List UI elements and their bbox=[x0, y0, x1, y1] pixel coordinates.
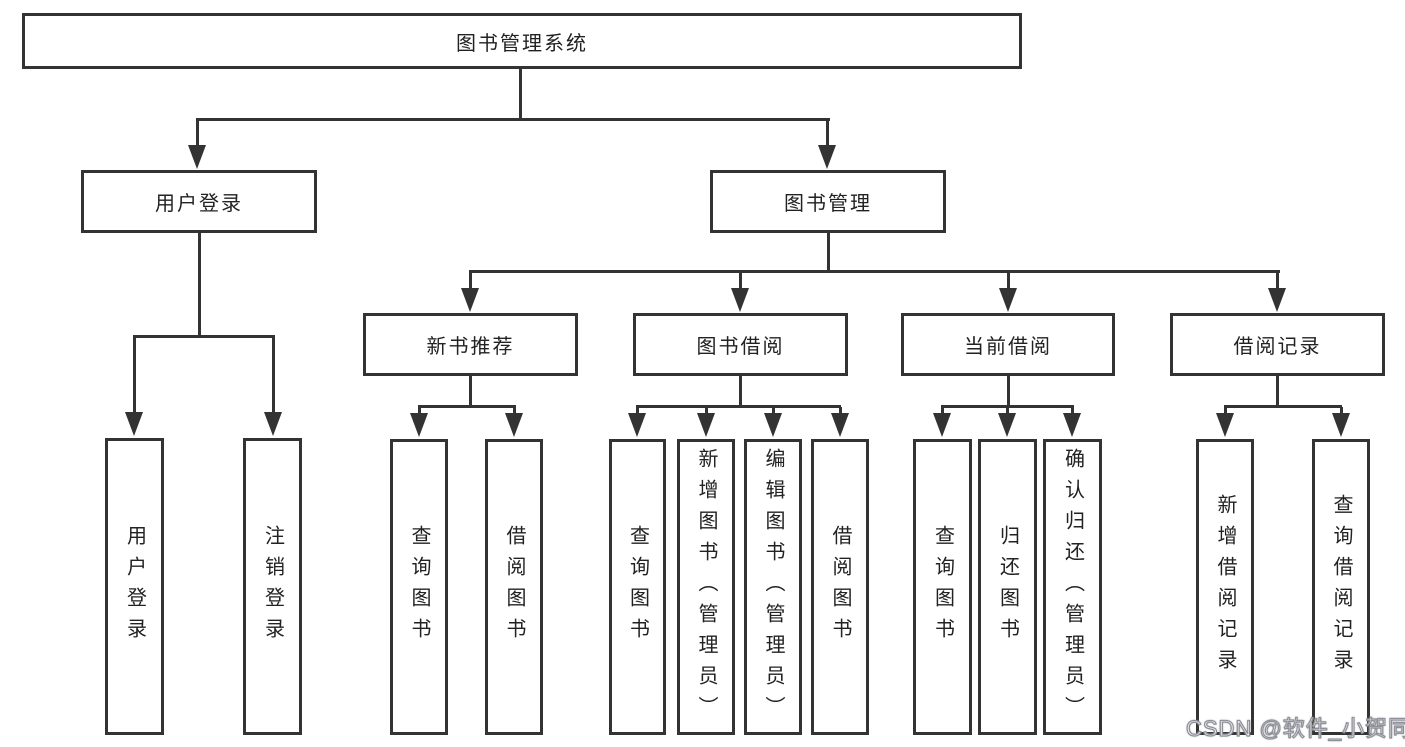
connector-line bbox=[941, 405, 1074, 408]
connector-line bbox=[469, 272, 472, 290]
arrow-down-icon bbox=[933, 413, 951, 437]
arrow-down-icon bbox=[831, 413, 849, 437]
connector-line bbox=[1224, 407, 1227, 416]
connector-line bbox=[826, 120, 829, 148]
arrow-down-icon bbox=[999, 288, 1017, 312]
connector-line bbox=[772, 407, 775, 416]
connector-line bbox=[519, 68, 522, 120]
node-new-book-recommend: 新书推荐 bbox=[363, 313, 578, 376]
connector-line bbox=[1007, 272, 1010, 290]
connector-line bbox=[272, 337, 275, 413]
arrow-down-icon bbox=[998, 413, 1016, 437]
arrow-down-icon bbox=[818, 145, 836, 169]
arrow-down-icon bbox=[1332, 413, 1350, 437]
node-label: 图书借阅 bbox=[696, 336, 785, 358]
node-book-borrowing: 图书借阅 bbox=[633, 313, 848, 376]
leaf-label: 新增图书（管理员） bbox=[695, 447, 717, 727]
arrow-down-icon bbox=[125, 412, 143, 436]
arrow-down-icon bbox=[764, 413, 782, 437]
connector-line bbox=[196, 118, 830, 121]
arrow-down-icon bbox=[697, 413, 715, 437]
connector-line bbox=[1007, 376, 1010, 407]
connector-line bbox=[1071, 407, 1074, 416]
arrow-down-icon bbox=[628, 413, 646, 437]
connector-line bbox=[469, 376, 472, 407]
leaf-current-return-books: 归还图书 bbox=[978, 439, 1037, 735]
arrow-down-icon bbox=[1063, 413, 1081, 437]
node-label: 图书管理系统 bbox=[456, 32, 588, 55]
arrow-down-icon bbox=[505, 413, 523, 437]
connector-line bbox=[739, 376, 742, 407]
node-borrowing-records: 借阅记录 bbox=[1170, 313, 1385, 376]
connector-line bbox=[469, 270, 1280, 273]
leaf-records-query-record: 查询借阅记录 bbox=[1312, 439, 1370, 735]
connector-line bbox=[133, 335, 275, 338]
arrow-down-icon bbox=[264, 412, 282, 436]
connector-line bbox=[636, 405, 841, 408]
leaf-newbook-query-books: 查询图书 bbox=[390, 439, 448, 735]
leaf-user-login: 用户登录 bbox=[105, 438, 164, 735]
connector-line bbox=[418, 405, 516, 408]
connector-line bbox=[705, 407, 708, 416]
leaf-label: 借阅图书 bbox=[503, 525, 525, 649]
connector-line bbox=[198, 233, 201, 337]
leaf-label: 查询图书 bbox=[931, 525, 954, 649]
leaf-label: 用户登录 bbox=[123, 524, 146, 649]
leaf-borrowing-query-books: 查询图书 bbox=[609, 439, 666, 735]
leaf-label: 注销登录 bbox=[261, 524, 284, 649]
leaf-records-add-record: 新增借阅记录 bbox=[1196, 439, 1254, 735]
arrow-down-icon bbox=[1268, 288, 1286, 312]
node-book-management: 图书管理 bbox=[710, 170, 946, 233]
leaf-borrowing-add-books-admin: 新增图书（管理员） bbox=[677, 439, 735, 735]
connector-line bbox=[1340, 407, 1343, 416]
connector-line bbox=[739, 272, 742, 290]
connector-line bbox=[513, 407, 516, 416]
connector-line bbox=[827, 233, 830, 273]
connector-line bbox=[133, 337, 136, 413]
node-label: 图书管理 bbox=[784, 193, 872, 215]
leaf-label: 编辑图书（管理员） bbox=[762, 447, 784, 727]
connector-line bbox=[1276, 376, 1279, 407]
connector-line bbox=[1224, 405, 1342, 408]
node-label: 用户登录 bbox=[155, 193, 243, 215]
leaf-logout-login: 注销登录 bbox=[243, 438, 302, 735]
leaf-label: 查询图书 bbox=[626, 525, 649, 649]
node-user-login: 用户登录 bbox=[81, 170, 317, 233]
connector-line bbox=[1006, 407, 1009, 416]
node-current-borrowing: 当前借阅 bbox=[901, 313, 1115, 376]
leaf-label: 新增借阅记录 bbox=[1214, 494, 1236, 680]
leaf-label: 借阅图书 bbox=[829, 525, 851, 649]
arrow-down-icon bbox=[410, 413, 428, 437]
leaf-label: 归还图书 bbox=[996, 525, 1019, 649]
leaf-label: 查询图书 bbox=[408, 525, 430, 649]
connector-line bbox=[941, 407, 944, 416]
arrow-down-icon bbox=[188, 145, 206, 169]
leaf-borrowing-edit-books-admin: 编辑图书（管理员） bbox=[744, 439, 802, 735]
leaf-borrowing-borrow-books: 借阅图书 bbox=[811, 439, 869, 735]
leaf-label: 查询借阅记录 bbox=[1330, 494, 1352, 680]
leaf-label: 确认归还（管理员） bbox=[1061, 447, 1084, 727]
connector-line bbox=[418, 407, 421, 416]
connector-line bbox=[636, 407, 639, 416]
leaf-current-query-books: 查询图书 bbox=[913, 439, 972, 735]
arrow-down-icon bbox=[731, 288, 749, 312]
node-label: 借阅记录 bbox=[1233, 336, 1322, 358]
node-root-system: 图书管理系统 bbox=[22, 13, 1022, 69]
arrow-down-icon bbox=[1216, 413, 1234, 437]
connector-line bbox=[196, 120, 199, 148]
arrow-down-icon bbox=[461, 288, 479, 312]
csdn-watermark: CSDN @软件_小贺同学 bbox=[1185, 715, 1405, 741]
leaf-newbook-borrow-books: 借阅图书 bbox=[485, 439, 543, 735]
node-label: 当前借阅 bbox=[964, 336, 1052, 358]
leaf-current-confirm-return-admin: 确认归还（管理员） bbox=[1043, 439, 1102, 735]
connector-line bbox=[839, 407, 842, 416]
node-label: 新书推荐 bbox=[426, 336, 515, 358]
connector-line bbox=[1276, 272, 1279, 290]
